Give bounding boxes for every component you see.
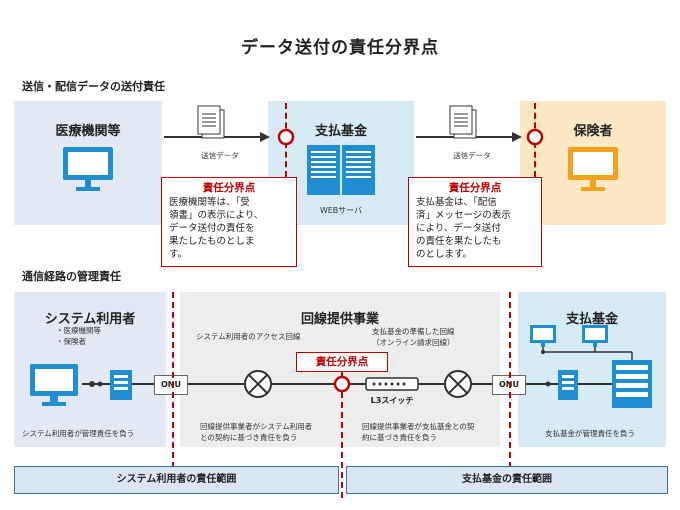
- fund-label-bottom: 支払基金: [565, 312, 618, 327]
- insurer-label: 保険者: [573, 124, 613, 139]
- responsibility-text: 医療機関等は、「受: [169, 197, 250, 208]
- bullet-item: ・医療機関等: [56, 326, 102, 335]
- access-line-fund-text: 支払基金の準備した回線: [372, 327, 455, 336]
- bullet-item: ・保険者: [56, 337, 87, 346]
- responsibility-text: 果たしたものとしま: [169, 236, 255, 247]
- responsibility-text: 済」メッセージの表示: [416, 210, 511, 221]
- responsibility-box-fund: 責任分界点 支払基金は、「配信 済」メッセージの表示 により、データ送付 の責任…: [408, 177, 542, 267]
- web-server-label: WEBサーバ: [319, 206, 363, 215]
- note-text: 回線提供事業者がシステム利用者: [200, 422, 313, 431]
- onu-box-left: ONU: [154, 375, 188, 395]
- note-provider-left: 回線提供事業者がシステム利用者 との契約に基づき責任を負う: [200, 421, 312, 443]
- pc-tower-icon: [558, 370, 578, 400]
- monitor-icon: [63, 147, 113, 191]
- bullet-text: 医療機関等: [63, 326, 102, 335]
- pc-tower-icon: [110, 370, 132, 400]
- range-box-user: システム利用者の責任範囲: [14, 466, 339, 494]
- web-server-icon: [307, 145, 375, 195]
- note-text: 回線提供事業者が支払基金との契: [362, 422, 475, 431]
- medical-label: 医療機関等: [55, 124, 121, 139]
- responsibility-text: 領書」の表示により、: [169, 210, 264, 221]
- note-fund: 支払基金が管理責任を負う: [545, 429, 635, 438]
- responsibility-box-medical: 責任分界点 医療機関等は、「受 領書」の表示により、 データ送付の責任を 果たし…: [161, 177, 297, 267]
- page-title: データ送付の責任分界点: [241, 38, 439, 58]
- responsibility-tag: 責任分界点: [296, 352, 388, 372]
- note-provider-right: 回線提供事業者が支払基金との契 約に基づき責任を負う: [362, 421, 474, 443]
- boundary-point-icon: [333, 375, 351, 393]
- responsibility-text: のとします。: [416, 249, 473, 260]
- boundary-point-icon: [277, 128, 295, 146]
- responsibility-text: す。: [169, 249, 188, 260]
- responsibility-text: の責任を果たしたも: [416, 236, 502, 247]
- access-line-user-label: システム利用者のアクセス回線: [196, 332, 301, 341]
- router-icon: [244, 370, 272, 398]
- responsibility-text: により、データ送付: [416, 223, 501, 234]
- access-line-fund-text: （オンライン請求回線）: [372, 338, 455, 347]
- responsibility-title: 責任分界点: [448, 182, 502, 194]
- router-icon: [444, 370, 472, 398]
- send-data-label-2: 送信データ: [453, 151, 491, 160]
- boundary-line: [509, 292, 511, 468]
- boundary-line: [341, 372, 343, 498]
- access-line-fund-label: 支払基金の準備した回線 （オンライン請求回線）: [372, 326, 455, 348]
- monitor-icon: [530, 325, 556, 347]
- line-provider-label: 回線提供事業: [300, 312, 379, 327]
- boundary-line: [172, 292, 174, 468]
- l3-switch-label: L3スイッチ: [370, 396, 414, 405]
- server-rack-icon: [612, 360, 652, 408]
- monitor-icon: [568, 147, 618, 191]
- responsibility-text: 支払基金は、「配信: [416, 197, 497, 208]
- system-user-label: システム利用者: [44, 312, 136, 327]
- note-user: システム利用者が管理責任を負う: [22, 429, 135, 438]
- boundary-point-icon: [526, 128, 544, 146]
- note-text: 約に基づき責任を負う: [362, 433, 437, 442]
- bullet-text: 保険者: [63, 337, 87, 346]
- section-label-data-sending: 送信・配信データの送付責任: [22, 80, 165, 93]
- responsibility-title: 責任分界点: [202, 182, 256, 194]
- monitor-icon: [582, 325, 608, 347]
- fund-label-top: 支払基金: [314, 124, 367, 139]
- send-data-label-1: 送信データ: [201, 151, 239, 160]
- section-label-network: 通信経路の管理責任: [22, 270, 121, 283]
- responsibility-text: データ送付の責任を: [169, 223, 255, 234]
- top-flow-arrows: [164, 105, 522, 142]
- note-text: との契約に基づき責任を負う: [200, 433, 298, 442]
- range-box-fund: 支払基金の責任範囲: [346, 466, 668, 494]
- monitor-icon: [30, 364, 78, 406]
- l3-switch-icon: [365, 377, 419, 391]
